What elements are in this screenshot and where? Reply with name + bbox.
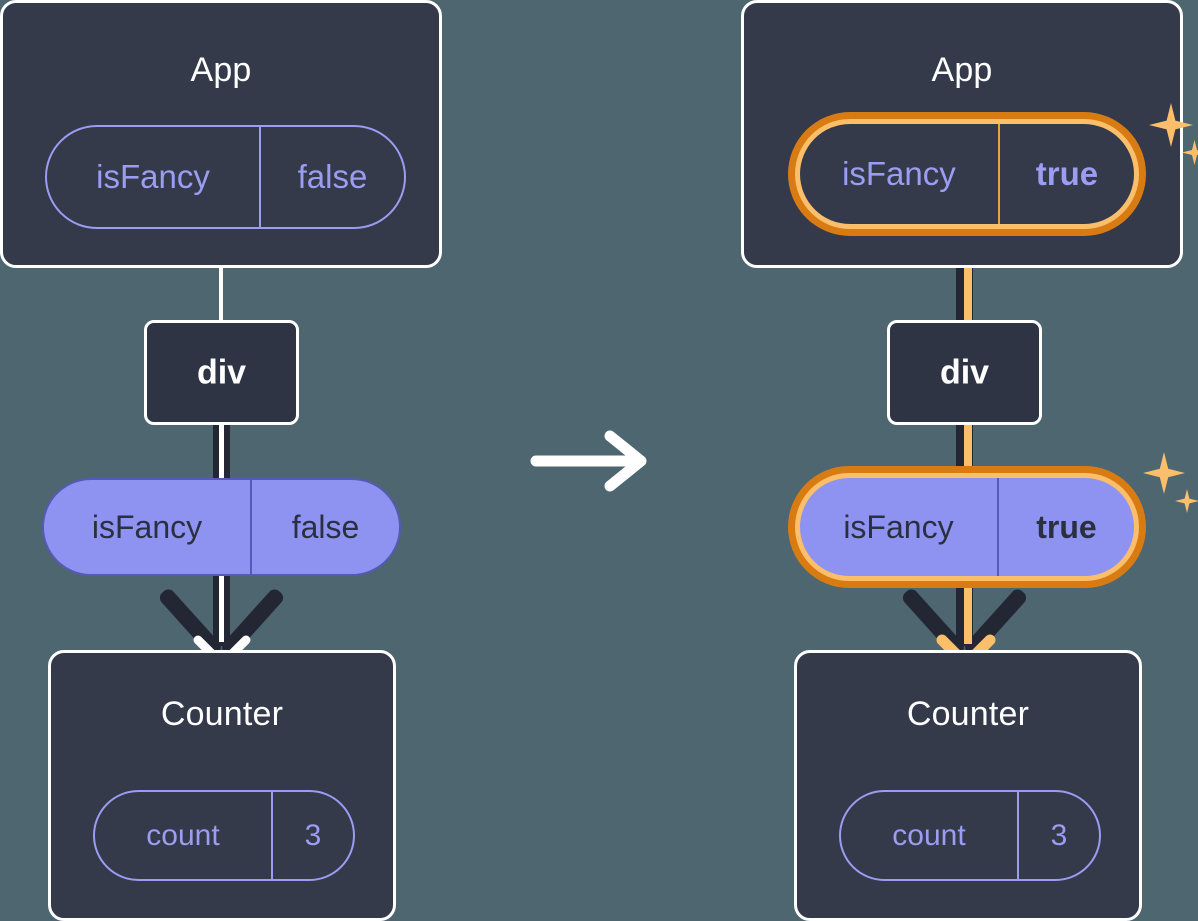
component-box-counter[interactable]: Counter count 3 bbox=[48, 650, 396, 921]
sparkle-icon-small-top bbox=[1182, 140, 1198, 165]
state-pill-count-key: count bbox=[146, 818, 220, 852]
prop-pill-key: isFancy bbox=[91, 508, 203, 545]
component-box-app[interactable]: App isFancy false bbox=[0, 0, 442, 268]
element-box-div[interactable]: div bbox=[144, 320, 299, 425]
component-title-counter: Counter bbox=[906, 695, 1030, 733]
component-title-app: App bbox=[931, 51, 993, 89]
prop-pill-isfancy[interactable]: isFancy false bbox=[42, 478, 401, 576]
sparkle-icon-small-bottom bbox=[1175, 489, 1198, 513]
state-pill-isfancy[interactable]: isFancy true bbox=[800, 124, 1134, 224]
element-box-div[interactable]: div bbox=[887, 320, 1042, 425]
transition-arrow-right-icon bbox=[530, 430, 647, 492]
state-pill-value: true bbox=[997, 124, 1134, 224]
state-pill-count[interactable]: count 3 bbox=[839, 790, 1101, 881]
prop-pill-value: false bbox=[250, 480, 399, 574]
sparkle-icon-large-bottom bbox=[1143, 452, 1185, 494]
state-pill-isfancy-highlight-ring[interactable]: isFancy true bbox=[788, 112, 1146, 236]
before-state-panel: App isFancy false div isFancy false Coun… bbox=[0, 0, 460, 921]
prop-pill-value: true bbox=[996, 478, 1134, 576]
component-title-counter: Counter bbox=[160, 695, 284, 733]
highlight-ring-inner: isFancy true bbox=[795, 473, 1139, 581]
after-state-panel: App isFancy true div isFancy true bbox=[738, 0, 1198, 921]
state-pill-count[interactable]: count 3 bbox=[93, 790, 355, 881]
component-box-counter[interactable]: Counter count 3 bbox=[794, 650, 1142, 921]
prop-pill-isfancy[interactable]: isFancy true bbox=[800, 478, 1134, 576]
component-title-app: App bbox=[190, 51, 252, 89]
state-pill-count-value: 3 bbox=[1017, 792, 1099, 879]
state-pill-count-key: count bbox=[892, 818, 966, 852]
highlight-line-app-to-div bbox=[964, 218, 972, 324]
state-pill-key: isFancy bbox=[96, 158, 210, 195]
element-label-div: div bbox=[939, 353, 990, 391]
highlight-ring-inner: isFancy true bbox=[795, 119, 1139, 229]
prop-pill-isfancy-highlight-ring[interactable]: isFancy true bbox=[788, 466, 1146, 588]
connector-app-to-div bbox=[219, 266, 223, 324]
state-pill-value: false bbox=[259, 127, 404, 227]
state-pill-key: isFancy bbox=[842, 155, 956, 192]
state-pill-isfancy[interactable]: isFancy false bbox=[45, 125, 406, 229]
state-pill-count-value: 3 bbox=[271, 792, 353, 879]
prop-pill-key: isFancy bbox=[843, 508, 954, 545]
element-label-div: div bbox=[196, 353, 247, 391]
